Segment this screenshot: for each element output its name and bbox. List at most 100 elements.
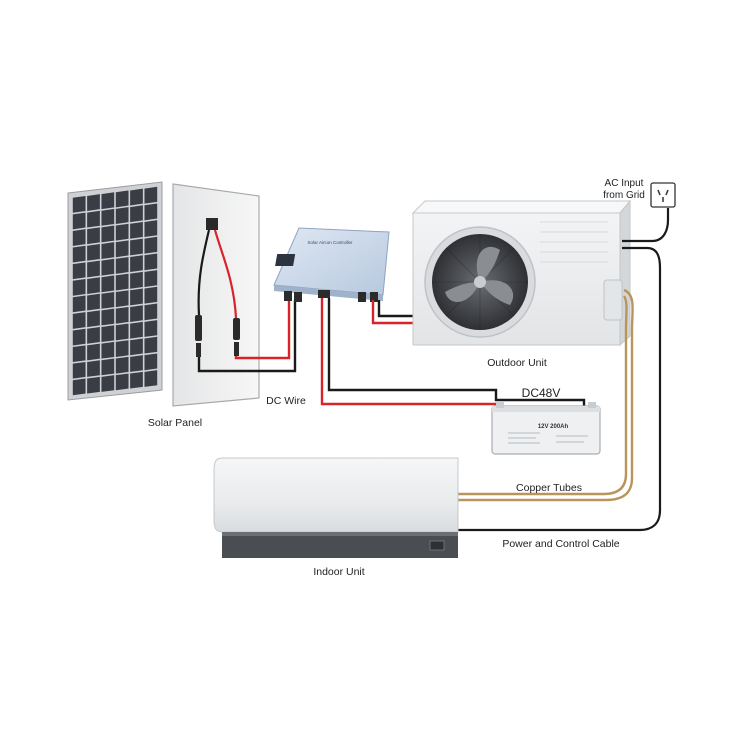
solar-cell [101, 341, 115, 359]
solar-cell [144, 303, 158, 321]
solar-cell [144, 370, 158, 387]
solar-cell [101, 225, 115, 243]
solar-cell [87, 210, 100, 228]
solar-cell [115, 356, 129, 374]
solar-cell [115, 207, 129, 224]
solar-panel-label: Solar Panel [147, 417, 203, 429]
solar-cell [101, 242, 115, 259]
solar-cell [101, 208, 115, 226]
solar-cell [144, 203, 158, 221]
solar-cell [72, 312, 86, 329]
solar-cell [130, 255, 143, 273]
solar-cell [87, 260, 100, 278]
solar-cell [115, 306, 129, 324]
solar-panel-front [67, 181, 163, 401]
solar-cell [101, 192, 115, 210]
solar-cell [130, 238, 143, 256]
battery-label: 12V 200Ah [538, 424, 569, 430]
ac-input-label: AC Input from Grid [603, 178, 645, 202]
solar-panel-back [172, 183, 260, 407]
power-control-cable-label: Power and Control Cable [502, 538, 620, 550]
solar-cell [101, 358, 115, 376]
controller-to-outdoor-wires [371, 300, 418, 325]
indoor-unit-grill [222, 532, 458, 558]
outdoor-unit [411, 199, 632, 347]
indoor-unit [213, 457, 459, 558]
solar-cell [72, 361, 86, 379]
ac-input-line2: from Grid [603, 190, 645, 201]
power-control-cable [457, 208, 670, 532]
solar-cell [144, 353, 158, 371]
solar-cell [130, 288, 143, 306]
solar-cell [101, 325, 115, 343]
solar-cell [72, 295, 86, 313]
solar-cell [144, 186, 158, 204]
solar-cells [72, 186, 158, 396]
solar-cell [130, 271, 143, 289]
dc-wire-label: DC Wire [266, 395, 306, 407]
solar-cell [72, 262, 86, 280]
solar-cell [72, 328, 86, 346]
solar-cell [87, 243, 100, 261]
solar-cell [72, 378, 86, 396]
solar-cell [130, 355, 143, 372]
solar-cell [101, 258, 115, 276]
solar-cell [144, 270, 158, 287]
solar-cell [144, 253, 158, 271]
junction-box [206, 218, 218, 230]
solar-cell [144, 286, 158, 304]
solar-cell [144, 236, 158, 254]
indoor-unit-label: Indoor Unit [313, 566, 365, 578]
solar-cell [130, 188, 143, 206]
solar-cell [115, 373, 129, 391]
solar-cell [72, 212, 86, 230]
solar-cell [115, 240, 129, 258]
battery: 12V 200Ah [491, 402, 601, 455]
solar-cell [115, 323, 129, 341]
solar-cell [115, 290, 129, 308]
solar-cell [87, 343, 100, 361]
solar-cell [72, 278, 86, 296]
solar-cell [87, 376, 100, 394]
solar-cell [130, 305, 143, 322]
solar-cell [115, 257, 129, 274]
solar-controller: Solar Aircon Controller [273, 227, 390, 302]
solar-cell [87, 194, 100, 211]
solar-cell [72, 195, 86, 213]
solar-cell [72, 345, 86, 363]
solar-cell [115, 190, 129, 208]
power-outlet-icon [650, 182, 676, 208]
solar-cell [144, 336, 158, 354]
solar-cell [115, 223, 129, 241]
controller-display [275, 254, 296, 266]
solar-cell [87, 227, 100, 245]
solar-cell [130, 371, 143, 389]
solar-cell [115, 340, 129, 357]
solar-cell [87, 277, 100, 294]
outdoor-unit-label: Outdoor Unit [487, 357, 547, 369]
solar-cell [130, 321, 143, 339]
solar-cell [72, 229, 86, 246]
solar-cell [87, 310, 100, 328]
solar-cell [130, 338, 143, 356]
panel-cables [195, 229, 240, 357]
solar-cell [101, 308, 115, 326]
solar-cell [130, 221, 143, 239]
solar-cell [101, 275, 115, 293]
solar-cell [101, 375, 115, 392]
solar-cell [87, 293, 100, 311]
dc-wire [197, 300, 297, 373]
copper-tubes [457, 288, 634, 502]
solar-cell [130, 205, 143, 223]
ac-input-line1: AC Input [604, 178, 644, 189]
solar-cell [87, 360, 100, 377]
solar-cell [144, 320, 158, 337]
solar-cell [144, 220, 158, 237]
controller-title: Solar Aircon Controller [307, 240, 353, 245]
copper-tubes-label: Copper Tubes [516, 482, 582, 494]
solar-cell [101, 292, 115, 309]
dc48v-label: DC48V [521, 386, 561, 400]
solar-cell [87, 327, 100, 344]
